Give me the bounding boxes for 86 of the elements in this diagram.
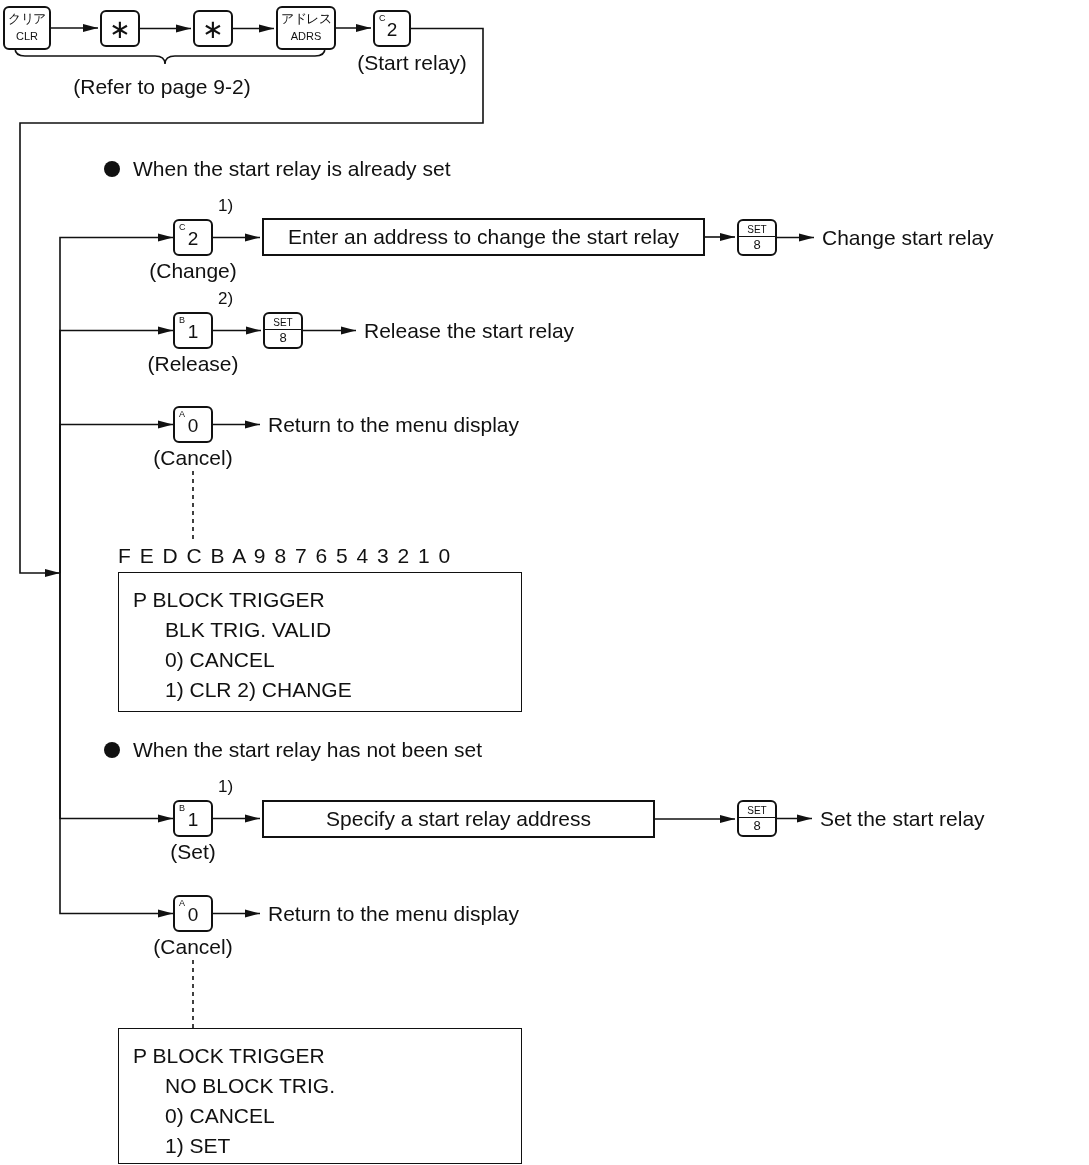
footnote-mark: 2) (218, 290, 234, 307)
key-digit: 1 (186, 322, 200, 341)
result-text: Change start relay (822, 219, 994, 256)
display-line: 0) CANCEL (165, 1105, 275, 1126)
key-digit: 8 (278, 331, 288, 345)
keypad-key (737, 219, 777, 256)
key-caption: (Cancel) (153, 447, 233, 468)
keypad-key (173, 406, 213, 443)
keypad-key (276, 6, 336, 50)
dashed-line (192, 470, 194, 541)
lcd-display (118, 572, 522, 712)
arrow (232, 24, 275, 33)
arrow (704, 233, 736, 241)
key-caption: (Start relay) (357, 52, 467, 73)
key-legend: SET (739, 805, 775, 816)
display-line: 1) CLR 2) CHANGE (165, 679, 352, 700)
result-text: Release the start relay (364, 312, 575, 349)
condition-text: When the start relay is already set (133, 158, 451, 179)
key-legend: SET (265, 317, 301, 328)
arrow (335, 24, 372, 32)
arrow (212, 233, 261, 242)
key-letter: A (179, 410, 185, 419)
keypad-key (173, 219, 213, 256)
key-symbol: ∗ (108, 16, 132, 42)
arrow (19, 27, 484, 577)
key-digit: 2 (186, 229, 200, 248)
lcd-display (118, 1028, 522, 1164)
display-line: NO BLOCK TRIG. (165, 1075, 335, 1096)
arrow (776, 233, 815, 242)
keypad-key (737, 800, 777, 837)
display-line: BLK TRIG. VALID (165, 619, 332, 640)
key-legend: アドレス (278, 11, 334, 26)
key-digit: 1 (186, 810, 200, 829)
result-text: Return to the menu display (268, 406, 519, 443)
display-line: 0) CANCEL (165, 649, 275, 670)
key-digit: 0 (186, 905, 200, 924)
arrow (212, 909, 261, 918)
key-legend: CLR (5, 30, 49, 42)
keypad-key (3, 6, 51, 50)
key-digit: 8 (752, 819, 762, 833)
keypad-key (173, 312, 213, 349)
arrow (212, 420, 261, 429)
key-legend: SET (739, 224, 775, 235)
bracket-note: (Refer to page 9-2) (73, 76, 251, 97)
arrow (212, 814, 261, 823)
arrow (302, 326, 357, 335)
keypad-key (263, 312, 303, 349)
display-line: P BLOCK TRIGGER (133, 1045, 325, 1066)
key-letter: A (179, 899, 185, 908)
key-symbol: ∗ (201, 16, 225, 42)
result-text: Set the start relay (820, 800, 985, 837)
keypad-key (100, 10, 140, 47)
display-line: P BLOCK TRIGGER (133, 589, 325, 610)
result-text: Return to the menu display (268, 895, 519, 932)
arrow (212, 326, 262, 335)
bit-labels: F E D C B A 9 8 7 6 5 4 3 2 1 0 (118, 545, 451, 566)
dashed-line (192, 959, 194, 1029)
display-line: 1) SET (165, 1135, 231, 1156)
arrow (59, 572, 174, 918)
key-legend: クリア (5, 11, 49, 26)
key-legend: ADRS (278, 30, 334, 42)
key-letter: C (379, 14, 386, 23)
keypad-key (173, 895, 213, 932)
condition-text: When the start relay has not been set (133, 739, 483, 760)
footnote-mark: 1) (218, 197, 234, 214)
keypad-key (173, 800, 213, 837)
arrow (776, 814, 813, 823)
arrow (59, 420, 174, 574)
keypad-key (193, 10, 233, 47)
footnote-mark: 1) (218, 778, 234, 795)
arrow (139, 24, 192, 33)
key-digit: 0 (186, 416, 200, 435)
process-box: Enter an address to change the start relay (262, 218, 705, 256)
key-digit: 8 (752, 238, 762, 252)
key-letter: B (179, 804, 185, 813)
arrow (50, 24, 99, 32)
key-caption: (Cancel) (153, 936, 233, 957)
process-box: Specify a start relay address (262, 800, 655, 838)
keypad-key (373, 10, 411, 47)
key-digit: 2 (385, 20, 399, 39)
key-caption: (Release) (147, 353, 239, 374)
key-letter: B (179, 316, 185, 325)
key-caption: (Change) (149, 260, 237, 281)
arrow (654, 815, 736, 823)
key-caption: (Set) (170, 841, 216, 862)
key-letter: C (179, 223, 186, 232)
